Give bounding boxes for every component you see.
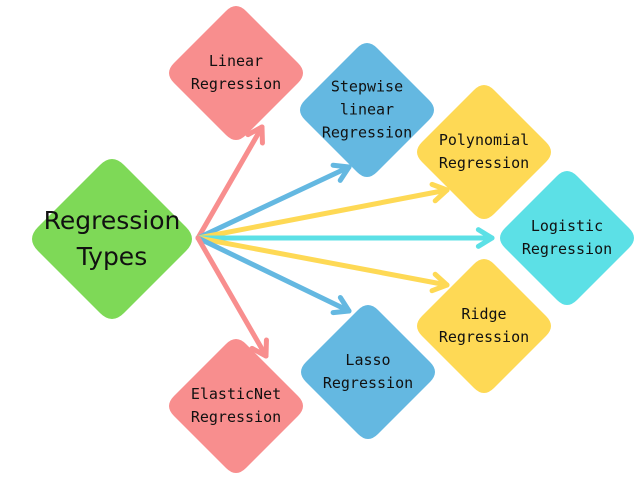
node-label-line: Stepwise [331, 78, 403, 96]
node-label-line: Regression [191, 408, 281, 426]
node-label-line: Ridge [461, 305, 506, 323]
arrow-polynomial-regression [195, 181, 450, 241]
diamond-shape [32, 159, 192, 319]
node-label-line: Linear [209, 52, 263, 70]
arrow-logistic-regression [195, 227, 495, 249]
arrow-head-icon [249, 337, 269, 359]
arrow-line [195, 235, 269, 359]
diamond-shape [417, 85, 551, 219]
arrow-line [195, 235, 450, 288]
diamond-shape [301, 305, 435, 439]
node-label-line: Regression [522, 240, 612, 258]
diamond-shape [169, 339, 303, 473]
arrow-line [195, 187, 450, 241]
node-label-line: Types [76, 242, 147, 271]
diamond-shape [300, 43, 434, 177]
arrow-line [195, 235, 352, 314]
arrow-head-icon [475, 227, 495, 249]
arrow-head-icon [429, 271, 450, 294]
node-label-line: Lasso [345, 351, 390, 369]
node-label-line: ElasticNet [191, 385, 281, 403]
arrow-line [195, 124, 265, 241]
node-label-line: linear [340, 101, 394, 119]
diamond-shape [169, 6, 303, 140]
node-label-line: Regression [44, 206, 181, 235]
node-label-line: Regression [191, 75, 281, 93]
arrow-ridge-regression [195, 235, 450, 294]
arrow-head-icon [330, 162, 352, 183]
arrow-elasticnet-regression [195, 235, 269, 359]
arrow-stepwise-linear-regression [195, 162, 352, 241]
arrow-head-icon [429, 181, 450, 204]
node-label-line: Regression [439, 328, 529, 346]
arrow-line [195, 164, 352, 241]
node-label-line: Polynomial [439, 131, 529, 149]
node-label-line: Regression [322, 124, 412, 142]
arrow-linear-regression [195, 124, 265, 241]
arrow-head-icon [245, 124, 265, 146]
edges-layer [195, 124, 495, 359]
diamond-shape [500, 171, 634, 305]
node-label-line: Logistic [531, 217, 603, 235]
node-label-line: Regression [439, 154, 529, 172]
arrow-lasso-regression [195, 235, 352, 316]
diamond-shape [417, 259, 551, 393]
arrow-head-icon [330, 295, 352, 316]
node-label-line: Regression [323, 374, 413, 392]
